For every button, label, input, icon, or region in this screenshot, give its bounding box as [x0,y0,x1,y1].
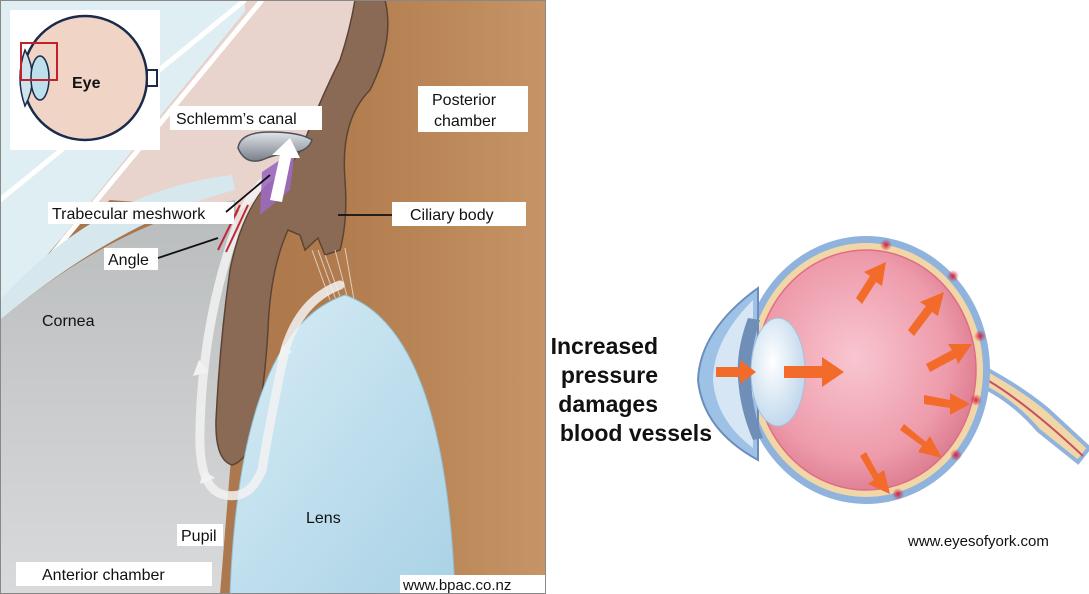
svg-text:www.bpac.co.nz: www.bpac.co.nz [402,577,511,594]
svg-text:Schlemm’s canal: Schlemm’s canal [176,111,297,128]
eye-inset: Eye [10,10,160,150]
label-posterior-chamber: Posterior chamber [418,86,528,132]
label-trabecular-meshwork: Trabecular meshwork [48,202,234,224]
label-angle: Angle [104,248,158,270]
svg-text:pressure: pressure [561,362,658,388]
aqueous-drainage-svg: Eye Posterior chamber Schlemm’s canal Tr… [0,0,546,594]
label-lens: Lens [306,510,341,527]
svg-text:Posterior: Posterior [432,92,497,109]
svg-text:Increased: Increased [551,333,658,359]
source-bpac: www.bpac.co.nz [400,575,546,594]
aqueous-drainage-diagram: Eye Posterior chamber Schlemm’s canal Tr… [0,0,546,594]
svg-text:Angle: Angle [108,252,149,269]
svg-text:Ciliary body: Ciliary body [410,207,494,224]
svg-text:blood vessels: blood vessels [560,420,712,446]
caption-increased-pressure: Increased pressure damages blood vessels [551,333,712,446]
label-anterior-chamber: Anterior chamber [16,562,212,586]
inset-lens [31,56,49,100]
svg-text:Pupil: Pupil [181,528,217,545]
label-ciliary-body: Ciliary body [392,202,526,226]
source-eyesofyork: www.eyesofyork.com [907,533,1049,550]
label-schlemms-canal: Schlemm’s canal [170,106,322,130]
svg-text:damages: damages [558,391,658,417]
glaucoma-pressure-diagram: Increased pressure damages blood vessels… [548,0,1089,594]
svg-text:Anterior chamber: Anterior chamber [42,567,165,584]
label-pupil: Pupil [177,524,223,546]
inset-eye-label: Eye [72,75,101,92]
inset-optic-nerve [147,70,157,86]
glaucoma-pressure-svg: Increased pressure damages blood vessels… [548,0,1089,594]
svg-text:chamber: chamber [434,113,497,130]
svg-text:Trabecular meshwork: Trabecular meshwork [52,206,206,223]
label-cornea: Cornea [42,313,95,330]
